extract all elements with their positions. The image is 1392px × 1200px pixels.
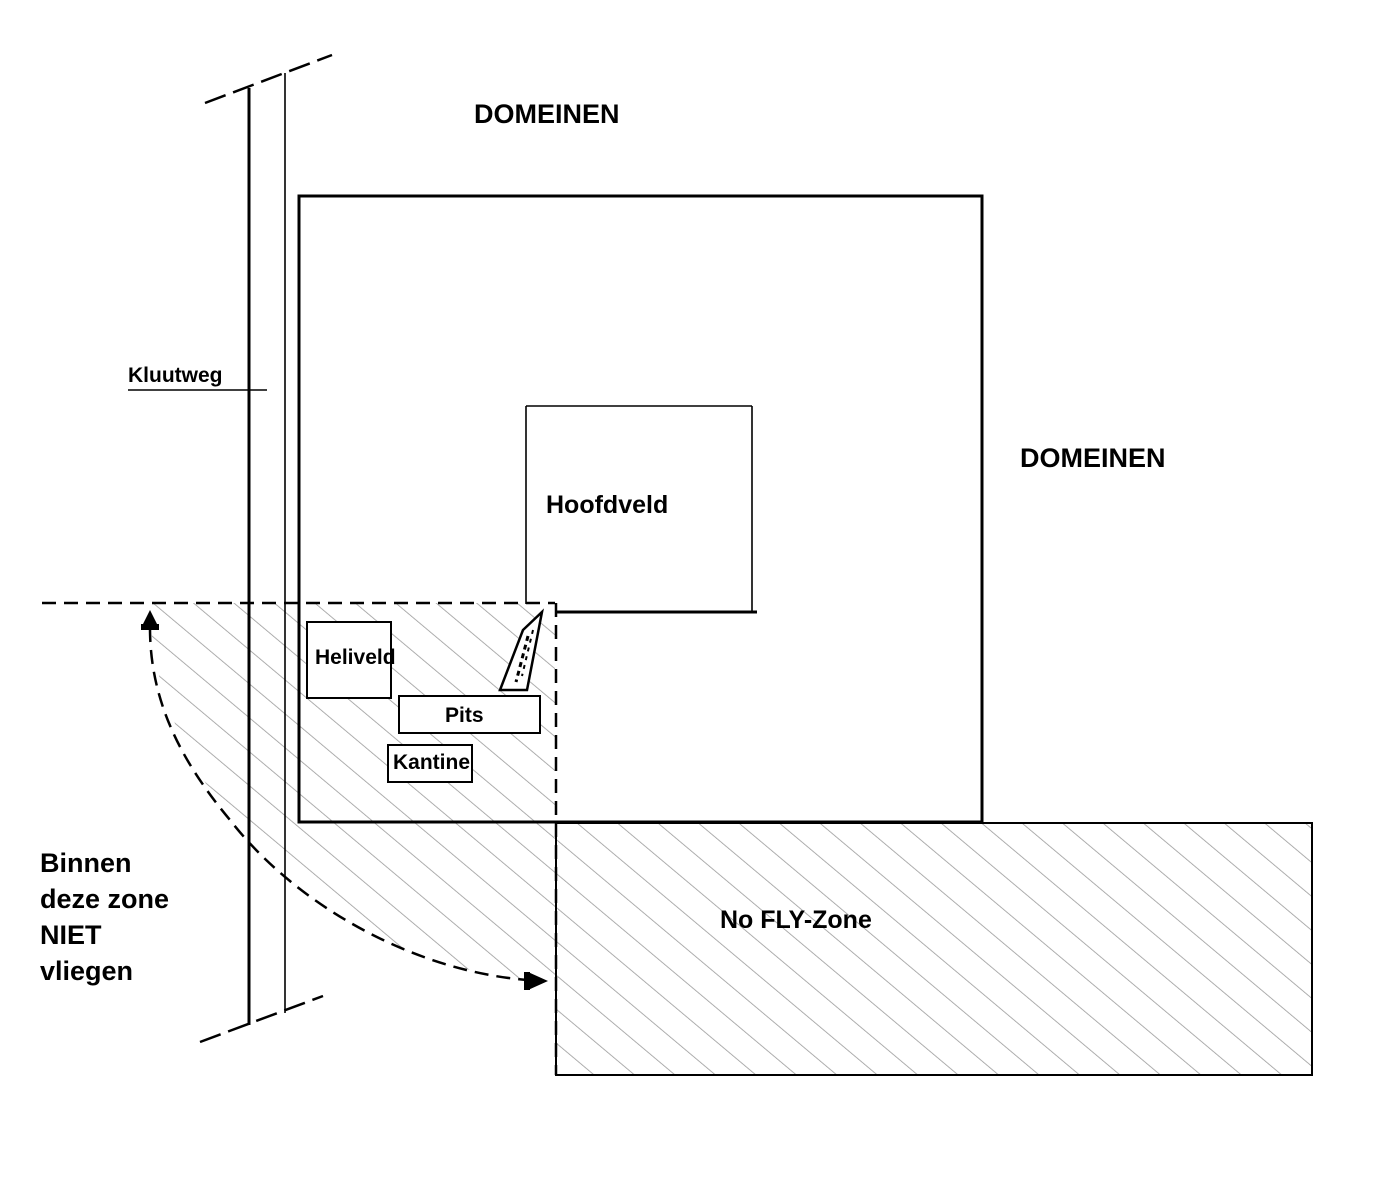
field-boundary bbox=[297, 194, 984, 824]
pits-box bbox=[398, 695, 541, 734]
kluutweg-road bbox=[128, 53, 333, 1044]
svg-text:deze zone: deze zone bbox=[40, 884, 169, 914]
hoofdveld-label: Hoofdveld bbox=[546, 491, 668, 519]
restricted-zone-boundary bbox=[42, 601, 558, 1075]
no-fly-zone-label: No FLY-Zone bbox=[720, 906, 872, 934]
kantine-box bbox=[387, 744, 473, 783]
no-fly-zone-area bbox=[555, 822, 1313, 1076]
zone-warning-note: Binnen deze zone NIET vliegen bbox=[40, 848, 169, 986]
arrow-head-right bbox=[528, 972, 548, 990]
domeinen-right-label: DOMEINEN bbox=[1020, 443, 1166, 473]
svg-text:vliegen: vliegen bbox=[40, 956, 133, 986]
runway-strip bbox=[498, 608, 544, 692]
kantine-label: Kantine bbox=[393, 751, 470, 774]
heliveld-label: Heliveld bbox=[315, 646, 396, 669]
heliveld-box bbox=[306, 621, 392, 699]
domeinen-top-label: DOMEINEN bbox=[474, 99, 620, 129]
kluutweg-label: Kluutweg bbox=[128, 364, 223, 387]
svg-text:Binnen: Binnen bbox=[40, 848, 132, 878]
svg-text:NIET: NIET bbox=[40, 920, 102, 950]
pits-label: Pits bbox=[445, 704, 484, 727]
arrow-head-top bbox=[141, 610, 159, 628]
hoofdveld-box bbox=[525, 405, 757, 614]
